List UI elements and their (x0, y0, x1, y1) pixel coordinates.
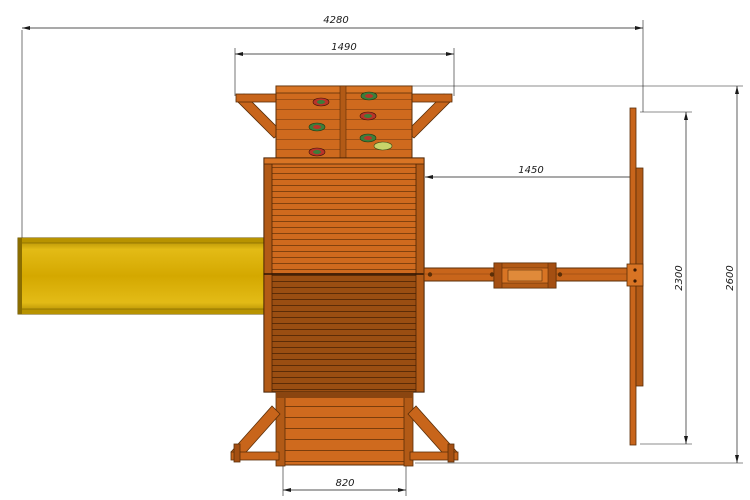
dimension-tower-width: 1490 (234, 42, 455, 96)
dimension-total-length: 4280 (21, 15, 644, 245)
top-left-brace (235, 93, 283, 139)
climbing-rock-icon (308, 147, 326, 157)
dimension-label-swing-frame-inner: 2300 (674, 265, 685, 290)
dimension-label-swing-frame-outer: 2600 (725, 265, 736, 290)
bottom-right-brace (407, 405, 459, 463)
dimension-label-ladder-width: 820 (335, 478, 354, 489)
dimension-swing-reach: 1450 (425, 165, 638, 179)
dimension-swing-frame-inner: 2300 (640, 111, 692, 445)
climbing-rock-icon (360, 91, 378, 101)
dimension-label-tower-width: 1490 (331, 42, 356, 53)
dimension-swing-frame-outer: 2600 (412, 85, 743, 464)
climbing-rock-icon (359, 133, 377, 143)
climbing-rock-icon (312, 97, 330, 107)
dimension-ladder-width: 820 (282, 452, 407, 496)
tower-deck (263, 157, 425, 393)
bottom-left-brace (230, 405, 281, 463)
top-right-brace (405, 93, 453, 139)
swing-seat (493, 262, 557, 289)
dimension-label-total-length: 4280 (323, 15, 348, 26)
climbing-rock-icon (359, 111, 377, 121)
dimension-label-swing-reach: 1450 (518, 165, 543, 176)
climbing-rock-icon (308, 122, 326, 132)
climbing-wall (275, 85, 413, 161)
slide (17, 237, 265, 315)
swing-a-frame (626, 107, 644, 446)
climbing-rock-icon (373, 141, 393, 151)
ladder (275, 391, 414, 467)
